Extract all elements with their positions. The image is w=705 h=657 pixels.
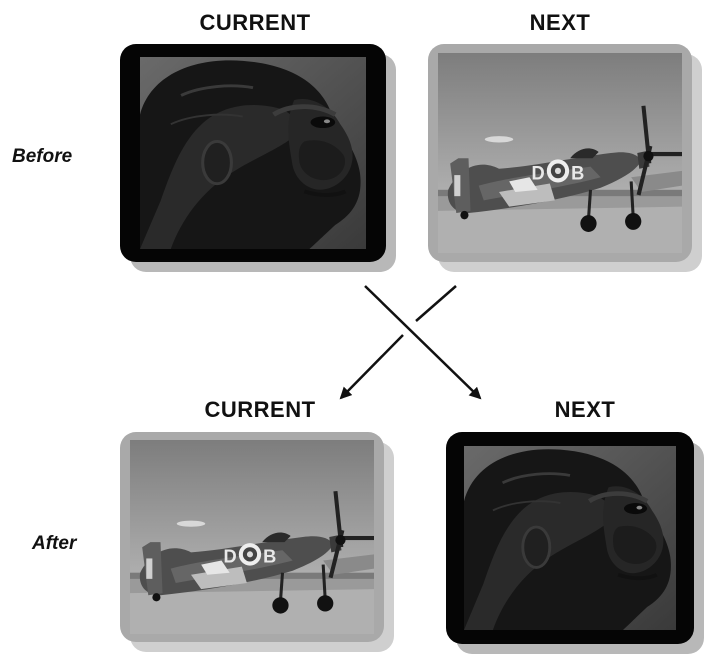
after-row-label: After [32, 533, 77, 554]
after-current-slot [120, 432, 384, 642]
after-next-slot [446, 432, 694, 644]
before-current-header: CURRENT [199, 10, 311, 35]
gorilla-photo [464, 446, 676, 630]
arrow-next-to-current-upper [415, 285, 457, 322]
after-current-header: CURRENT [204, 397, 316, 422]
before-next-header: NEXT [529, 10, 591, 35]
arrow-current-to-next [364, 285, 482, 400]
spitfire-photo [130, 440, 374, 634]
after-next-header: NEXT [554, 397, 616, 422]
before-next-slot [428, 44, 692, 262]
before-current-slot [120, 44, 386, 262]
before-row-label: Before [12, 146, 73, 167]
arrow-next-to-current-lower [339, 334, 404, 400]
